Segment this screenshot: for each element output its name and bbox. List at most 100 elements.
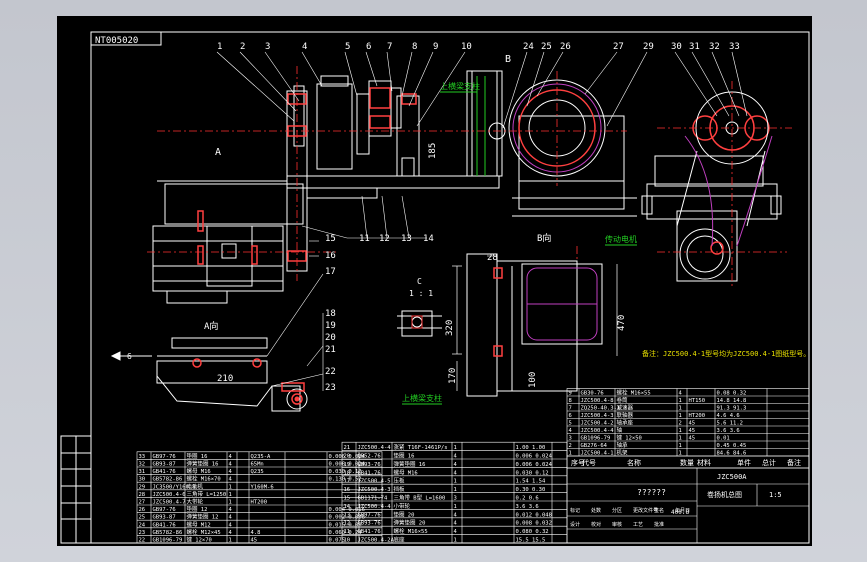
balloon-8: 8 bbox=[412, 42, 417, 52]
bom-cell: 1 bbox=[679, 406, 682, 412]
bom-cell: 4 bbox=[569, 428, 573, 434]
bom-header: 总计 bbox=[762, 458, 776, 467]
bom-cell: 卷筒 bbox=[617, 396, 629, 404]
bom-header: 名称 bbox=[627, 458, 641, 467]
note-drive-motor: 传动电机 bbox=[605, 234, 637, 244]
bom-cell: 0.030 0.12 bbox=[516, 470, 549, 476]
revision-label: 处数 bbox=[591, 507, 601, 514]
bom-cell: 4 bbox=[229, 454, 233, 460]
bom-cell: 0.075 bbox=[329, 538, 346, 544]
bom-cell: 4 bbox=[454, 462, 458, 468]
balloon-14: 14 bbox=[423, 234, 434, 244]
bom-cell: 45 bbox=[689, 428, 696, 434]
drawing-sheet: NT005020 bbox=[57, 16, 812, 546]
bom-cell: 15 bbox=[344, 496, 351, 502]
bom-cell: 0.45 0.45 bbox=[717, 443, 747, 449]
bom-cell: JZC500.4-7 bbox=[153, 500, 186, 506]
bom-cell: HT200 bbox=[251, 500, 268, 506]
bom-cell: 0.006 0.024 bbox=[516, 454, 553, 460]
bom-cell: GB41-76 bbox=[153, 522, 176, 528]
bom-cell: 33 bbox=[139, 454, 146, 460]
balloon-15: 15 bbox=[325, 234, 336, 244]
revision-label: 批准 bbox=[654, 521, 664, 528]
note-beam-column-2: 上横梁支柱 bbox=[402, 393, 442, 403]
bom-cell: 4 bbox=[229, 522, 233, 528]
balloon-18: 18 bbox=[325, 309, 336, 319]
bom-cell: 4 bbox=[229, 530, 233, 536]
bom-cell: 0.060 0.24 bbox=[329, 530, 363, 536]
bom-cell: 29 bbox=[139, 484, 146, 490]
bom-cell: 2 bbox=[569, 443, 572, 449]
bom-cell: 1 bbox=[454, 445, 457, 451]
bom-cell: 7 bbox=[569, 406, 572, 412]
bom-cell: Y160M-6 bbox=[251, 484, 274, 490]
view-b-marker: B bbox=[505, 54, 511, 65]
balloon-1: 1 bbox=[217, 42, 222, 52]
bom-cell: 小带轮 bbox=[394, 502, 411, 510]
bom-cell: 4 bbox=[454, 512, 458, 518]
dim-470: 470 bbox=[617, 315, 627, 331]
bom-cell: 垫圈 16 bbox=[394, 452, 415, 460]
balloon-26: 26 bbox=[560, 42, 571, 52]
bom-cell: 23 bbox=[139, 530, 146, 536]
balloon-16: 16 bbox=[325, 251, 336, 261]
balloon-20: 20 bbox=[325, 333, 336, 343]
bom-cell: 4 bbox=[229, 462, 233, 468]
bom-cell: 螺栓 M16×70 bbox=[187, 475, 221, 483]
balloon-32: 32 bbox=[709, 42, 720, 52]
bom-cell: JC3500/Y160-8 bbox=[153, 484, 196, 490]
bom-cell: 螺母 M16 bbox=[187, 467, 211, 475]
bom-cell: GB5782-86 bbox=[153, 530, 183, 536]
bom-cell: GB52-76 bbox=[358, 454, 381, 460]
bom-cell: Q235-A bbox=[251, 454, 272, 460]
bom-cell: 4 bbox=[454, 529, 458, 535]
bom-cell: 涨紧 T16F-1461P/s bbox=[394, 443, 448, 451]
bom-cell: 3.6 3.6 bbox=[516, 504, 539, 510]
bom-cell: 垫圈 20 bbox=[394, 510, 415, 518]
bom-cell: 0.01 bbox=[717, 436, 730, 442]
balloon-4: 4 bbox=[302, 42, 307, 52]
bom-cell: 65Mn bbox=[251, 462, 264, 468]
dim-210: 210 bbox=[217, 374, 233, 384]
bom-cell: 4 bbox=[454, 454, 458, 460]
bom-cell: 0.080 0.32 bbox=[516, 529, 549, 535]
revision-label: 审核 bbox=[612, 521, 622, 528]
balloon-28: 28 bbox=[487, 253, 498, 263]
bom-cell: 轴承座 bbox=[617, 419, 634, 427]
balloon-17: 17 bbox=[325, 267, 336, 277]
bom-cell: 4 bbox=[229, 507, 233, 513]
bom-cell: GB93-76 bbox=[358, 462, 381, 468]
bom-cell: 5 bbox=[569, 421, 572, 427]
bom-cell: 4 bbox=[229, 469, 233, 475]
bom-cell: 0.130 0.52 bbox=[329, 477, 362, 483]
bom-cell: JZC500.4-6 bbox=[153, 492, 186, 498]
bom-cell: 45 bbox=[689, 436, 696, 442]
bom-cell: GB93-87 bbox=[153, 462, 176, 468]
bom-header: 材料 bbox=[697, 458, 711, 467]
bom-cell: 4 bbox=[229, 477, 233, 483]
bom-cell: 轴承 bbox=[617, 441, 629, 449]
bom-header: 数量 bbox=[680, 458, 694, 467]
balloon-25: 25 bbox=[541, 42, 552, 52]
bom-cell: 1 bbox=[454, 504, 457, 510]
bom-cell: 10 bbox=[344, 538, 351, 544]
balloon-30: 30 bbox=[671, 42, 682, 52]
bom-cell: 弹簧垫圈 12 bbox=[187, 513, 219, 521]
bom-cell: 19 bbox=[344, 462, 351, 468]
balloon-10: 10 bbox=[461, 42, 472, 52]
bom-header: 单件 bbox=[737, 458, 751, 467]
bom-cell: GB1096-79 bbox=[581, 436, 611, 442]
section-c-label: C bbox=[417, 277, 422, 286]
revision-label: 更改文件号 bbox=[633, 507, 658, 514]
bom-cell: 0.004 0.016 bbox=[329, 507, 365, 513]
bom-cell: JZC500.4-8 bbox=[581, 398, 614, 404]
bom-cell: 0.030 0.12 bbox=[329, 469, 362, 475]
balloon-27: 27 bbox=[613, 42, 624, 52]
bom-cell: 11 bbox=[344, 529, 351, 535]
bom-cell: 22 bbox=[139, 538, 146, 544]
bom-cell: GB97-76 bbox=[358, 512, 381, 518]
revision-label: 签名 bbox=[654, 507, 664, 514]
bom-cell: 0.006 0.024 bbox=[329, 454, 366, 460]
view-a-marker: A bbox=[215, 147, 221, 158]
